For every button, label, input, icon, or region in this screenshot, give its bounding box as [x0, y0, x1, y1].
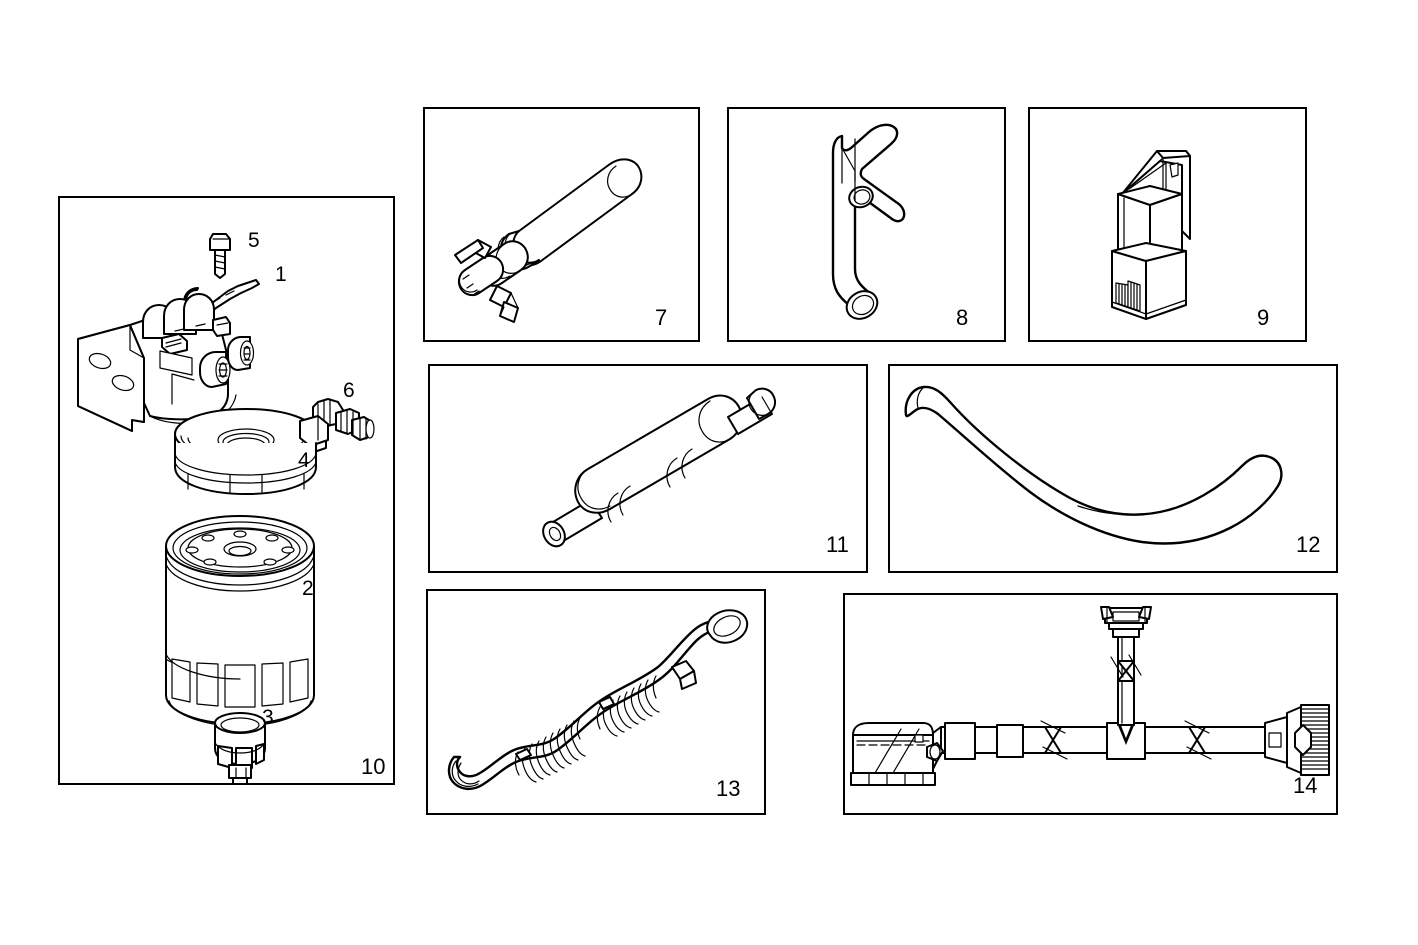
break-symbol-left — [1040, 720, 1068, 760]
panel-ref-14: 14 — [1293, 773, 1318, 798]
bent-fuel-hose-drawing — [831, 123, 906, 320]
panel-corrugated-air-intake-hose: 13 — [426, 589, 766, 815]
panel-ref-9: 9 — [1257, 305, 1270, 330]
fuel-filter-assembly-drawing — [77, 233, 375, 783]
callout-ref-3: 3 — [262, 706, 274, 729]
panel-bent-fuel-hose: 8 — [727, 107, 1006, 342]
fuel-line-assembly-drawing — [850, 606, 1330, 786]
panel-ref-10: 10 — [361, 754, 386, 779]
break-symbol-vertical — [1110, 654, 1142, 682]
callout-ref-5: 5 — [248, 229, 260, 252]
panel-fuel-filter-assembly — [58, 196, 395, 785]
filter-head-bracket-icon — [77, 293, 255, 432]
callout-ref-1: 1 — [275, 263, 287, 286]
sealing-cap-ring-icon — [174, 408, 329, 495]
panel-ref-13: 13 — [716, 776, 741, 801]
bellows-lower — [521, 720, 586, 783]
panel-ref-11: 11 — [826, 532, 849, 557]
curved-fuel-hose-drawing — [904, 385, 1283, 545]
callout-ref-6: 6 — [343, 379, 355, 402]
banjo-bolt-icon — [209, 233, 231, 279]
panel-electric-fuel-pump: 7 — [423, 107, 700, 342]
water-drain-valve-icon — [214, 712, 266, 783]
electric-fuel-pump-drawing — [454, 158, 643, 323]
panel-ref-8: 8 — [956, 305, 969, 330]
panel-inline-fuel-filter: 11 — [428, 364, 868, 573]
break-symbol-right — [1184, 720, 1212, 760]
panel-ref-7: 7 — [655, 305, 668, 330]
panel-fuel-line-assembly: 14 — [843, 593, 1338, 815]
inline-fuel-filter-drawing — [542, 387, 777, 548]
panel-ref-12: 12 — [1296, 532, 1321, 557]
callout-ref-4: 4 — [298, 449, 310, 472]
corrugated-hose-drawing — [447, 609, 749, 790]
panel-fuel-pump-bracket-holder: 9 — [1028, 107, 1307, 342]
fuel-pump-bracket-drawing — [1111, 150, 1191, 320]
spin-on-fuel-filter-icon — [165, 515, 315, 727]
panel-curved-fuel-hose: 12 — [888, 364, 1338, 573]
callout-ref-2: 2 — [302, 577, 314, 600]
